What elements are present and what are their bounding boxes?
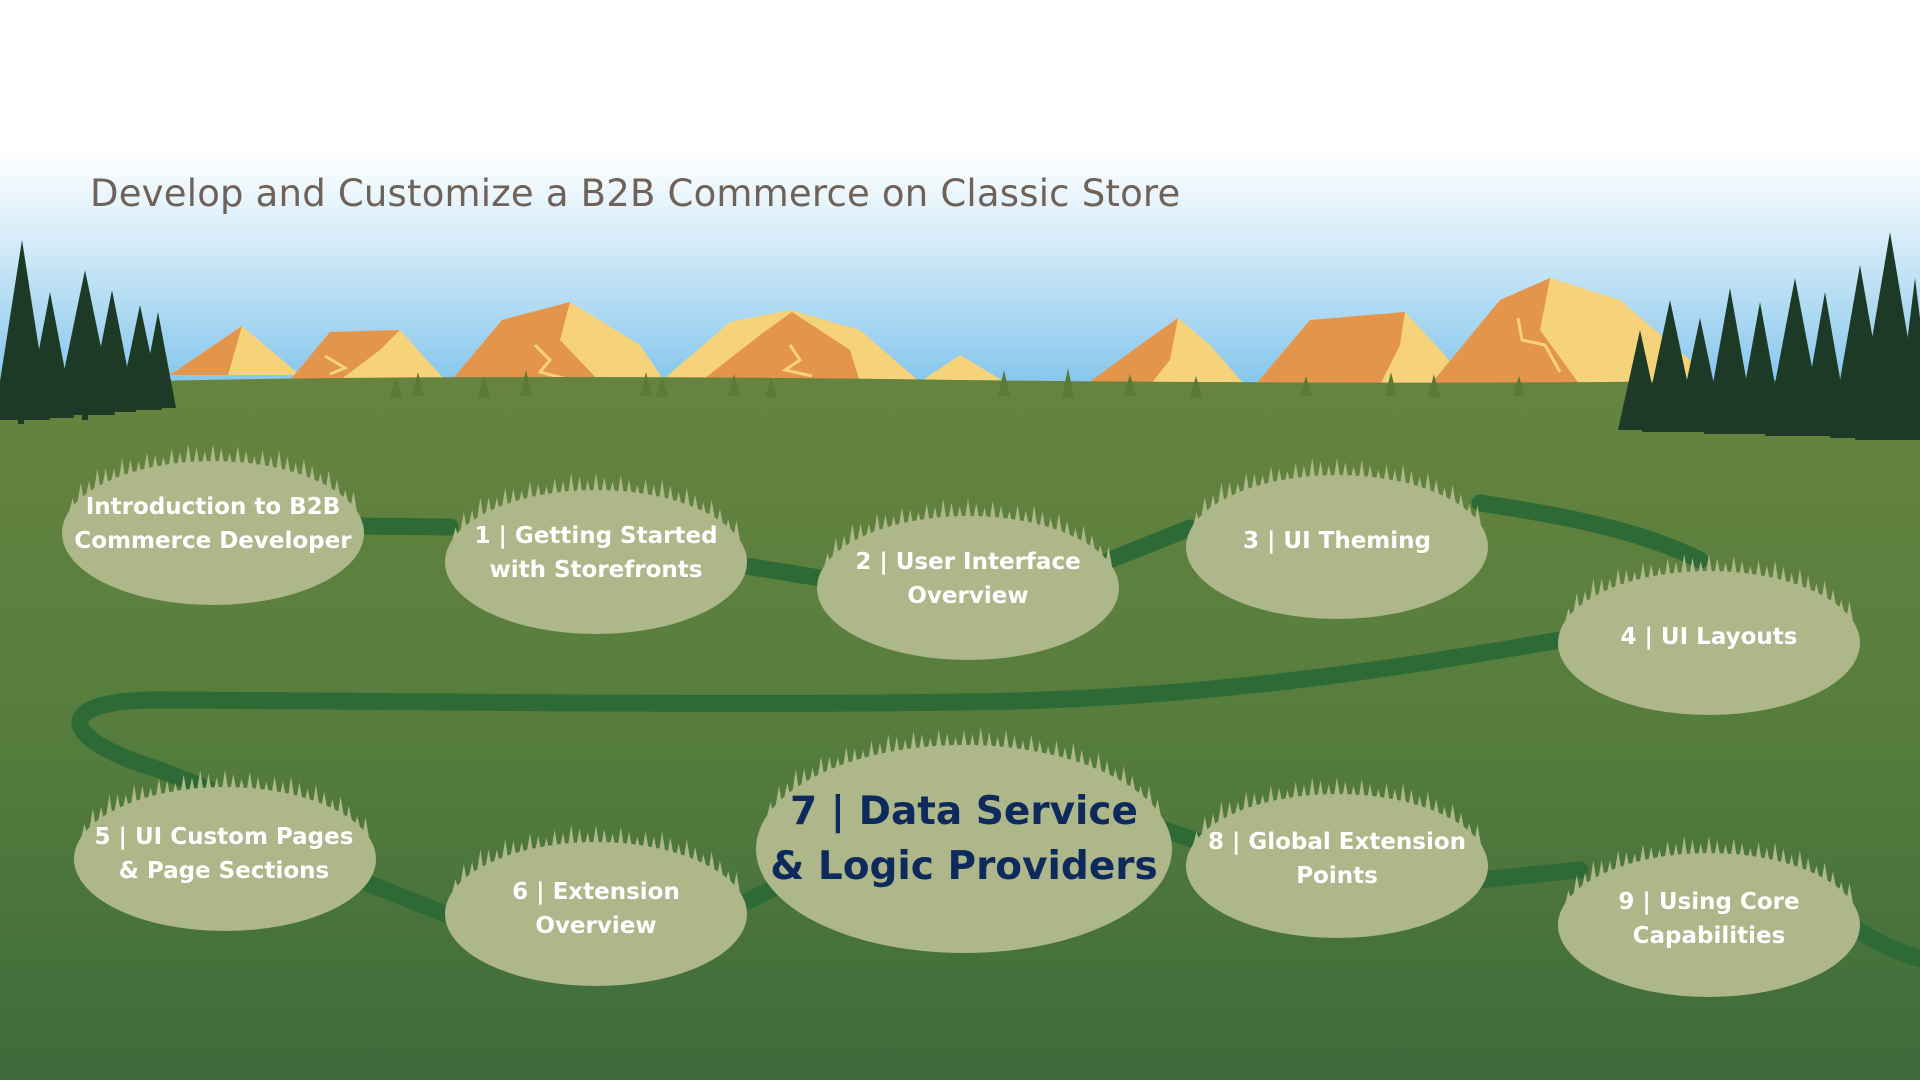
- trail: [71, 494, 1920, 968]
- trail-stop-8[interactable]: 8 | Global Extension Points: [1207, 829, 1467, 889]
- trail-stop-intro[interactable]: Introduction to B2B Commerce Developer: [74, 494, 352, 554]
- trail-stop-7-current[interactable]: 7 | Data Service & Logic Providers: [770, 789, 1158, 889]
- mountain-range: [170, 278, 1710, 385]
- clearing-intro: [62, 443, 364, 605]
- trail-stop-2[interactable]: 2 | User Interface Overview: [855, 549, 1081, 609]
- trail-stop-3[interactable]: 3 | UI Theming: [1242, 528, 1431, 554]
- clearings: [62, 443, 1860, 997]
- trail-stop-9[interactable]: 9 | Using Core Capabilities: [1618, 889, 1800, 949]
- clearing-step-6: [445, 824, 747, 986]
- trail-stop-5[interactable]: 5 | UI Custom Pages & Page Sections: [94, 824, 354, 884]
- page-title: Develop and Customize a B2B Commerce on …: [90, 172, 1181, 215]
- clearing-step-8: [1186, 776, 1488, 938]
- clearing-step-7: [756, 727, 1172, 953]
- trail-stop-6[interactable]: 6 | Extension Overview: [512, 879, 680, 939]
- clearing-step-2: [817, 498, 1119, 660]
- clearing-step-4: [1558, 553, 1860, 715]
- trees-right: [1618, 232, 1920, 440]
- clearing-step-5: [74, 769, 376, 931]
- trail-stop-4[interactable]: 4 | UI Layouts: [1620, 624, 1798, 650]
- clearing-step-9: [1558, 835, 1860, 997]
- horizon-grass: [390, 368, 1525, 397]
- trail-stop-1[interactable]: 1 | Getting Started with Storefronts: [474, 523, 718, 583]
- clearing-step-3: [1186, 457, 1488, 619]
- trees-left: [0, 240, 176, 424]
- clearing-step-1: [445, 472, 747, 634]
